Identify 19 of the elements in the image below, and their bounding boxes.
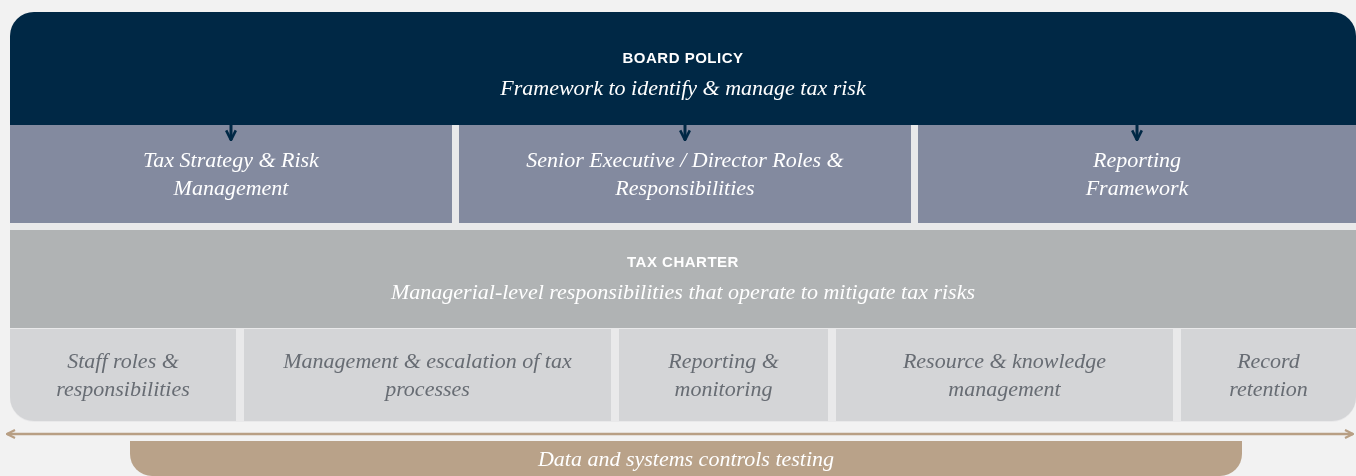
- arrow: [678, 125, 692, 142]
- arrow: [224, 125, 238, 142]
- double-arrow: [5, 428, 1355, 440]
- arrow: [1130, 125, 1144, 142]
- process-box: Resource & knowledge management: [836, 329, 1173, 421]
- process-box: Reporting Framework: [918, 125, 1356, 223]
- process-box: Management & escalation of tax processes: [244, 329, 611, 421]
- process-box: Tax Strategy & Risk Management: [10, 125, 452, 223]
- panel-subtitle: Managerial-level responsibilities that operate to mitigate tax risks: [391, 277, 975, 306]
- panel-heading: TAX CHARTER: [627, 252, 739, 270]
- process-box: Reporting & monitoring: [619, 329, 828, 421]
- process-box: Staff roles & responsibilities: [10, 329, 236, 421]
- panel-heading: BOARD POLICY: [622, 49, 744, 66]
- layer-panel: [10, 12, 1356, 125]
- footer-bar: Data and systems controls testing: [130, 441, 1242, 476]
- panel-subtitle: Framework to identify & manage tax risk: [500, 74, 866, 102]
- process-box: Senior Executive / Director Roles & Responsibilities: [459, 125, 911, 223]
- layer-panel: [10, 230, 1356, 328]
- process-box: Record retention: [1181, 329, 1356, 421]
